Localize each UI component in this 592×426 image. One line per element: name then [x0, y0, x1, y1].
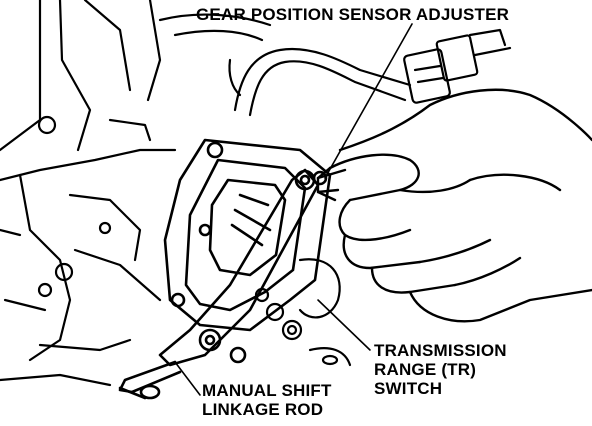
tr-switch-body	[163, 138, 332, 332]
label-line: SWITCH	[374, 379, 443, 398]
label-line: LINKAGE ROD	[202, 400, 324, 419]
wiring-harness	[158, 13, 412, 117]
label-gear-position-sensor-adjuster: GEAR POSITION SENSOR ADJUSTER	[196, 5, 510, 24]
label-line: RANGE (TR)	[374, 360, 477, 379]
leader-tr-switch	[317, 299, 371, 351]
switch-bolts	[254, 258, 352, 367]
label-transmission-range-switch: TRANSMISSION RANGE (TR) SWITCH	[374, 341, 507, 398]
label-line: TRANSMISSION	[374, 341, 507, 360]
label-line: MANUAL SHIFT	[202, 381, 332, 400]
leader-gear-adjuster	[324, 23, 413, 179]
transmission-case	[0, 0, 177, 387]
hand	[316, 88, 592, 323]
leader-linkage-rod	[174, 361, 201, 396]
manual-lever	[118, 168, 320, 400]
electrical-connector	[403, 28, 512, 104]
label-manual-shift-linkage-rod: MANUAL SHIFT LINKAGE ROD	[202, 381, 332, 419]
leader-lines	[174, 23, 413, 396]
